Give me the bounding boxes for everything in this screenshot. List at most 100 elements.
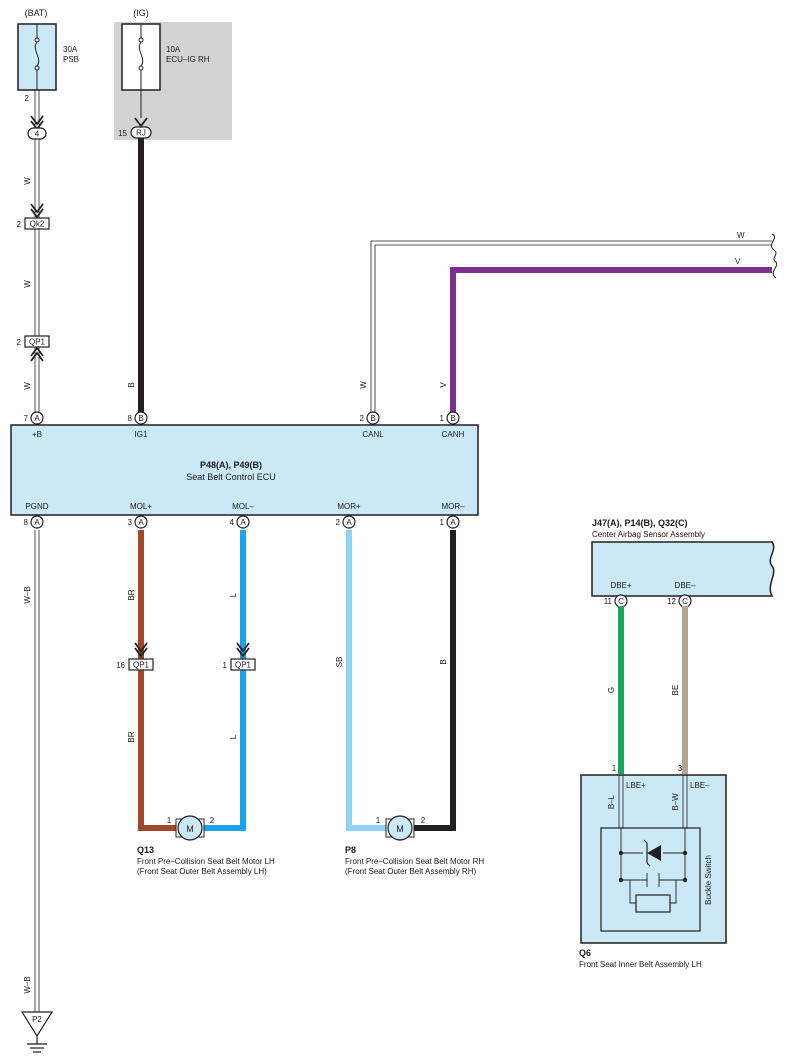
mor-plus-sky-wire — [346, 530, 386, 831]
beige-wire-label: BE — [671, 685, 680, 696]
motor-lh-symbol: M — [186, 824, 194, 834]
pin-terminal-icon — [30, 411, 44, 425]
pin-connector-letter: B — [370, 414, 375, 423]
buckle-pin1-num: 1 — [612, 764, 617, 773]
arrow-up-icon — [30, 346, 44, 362]
pin-terminal-icon — [236, 515, 250, 529]
buckle-pin3-name: LBE– — [690, 781, 710, 790]
connector-qp1-blue — [230, 658, 256, 671]
motor-lh-pin2: 2 — [210, 816, 215, 825]
pgnd-wire — [34, 530, 40, 1012]
motor-lh-icon — [177, 815, 203, 841]
wire-break-icon — [770, 233, 778, 279]
bat-white-wire — [34, 90, 40, 418]
pin-terminal-icon — [366, 411, 380, 425]
pin-number: 2 — [336, 518, 341, 527]
connector-qk2-pin: 2 — [17, 220, 22, 229]
motor-lh-id: Q13 — [137, 845, 154, 855]
pin-number: 1 — [440, 414, 445, 423]
ig-fuse — [121, 23, 161, 118]
motor-lh-sub: (Front Seat Outer Belt Assembly LH) — [137, 867, 267, 876]
green-wire-label: G — [607, 687, 616, 693]
pin-terminal-icon — [446, 411, 460, 425]
ecu.bottom_pins-pin: A2 MOR+ — [336, 502, 361, 529]
bat-fuse-rating: 30A — [63, 45, 78, 54]
connector-qp1-top-pin: 2 — [17, 338, 22, 347]
ig-wire-label: B — [127, 382, 136, 387]
buckle-pin1-name: LBE+ — [626, 781, 646, 790]
pin-name: DBE+ — [610, 581, 631, 590]
ecu-box — [10, 424, 479, 516]
connector-rj-label: RJ — [136, 129, 146, 138]
connector-rj-pin: 15 — [118, 129, 127, 138]
brown-wire-label-2: BR — [127, 731, 136, 742]
buckle-inner-wires — [618, 775, 688, 828]
pin-terminal-icon — [30, 515, 44, 529]
pin-number: 3 — [128, 518, 133, 527]
canl-white-wire — [370, 240, 772, 413]
pin-name: CANL — [362, 430, 384, 439]
pin-name: MOR– — [441, 502, 465, 511]
pin-name: DBE– — [675, 581, 696, 590]
buckle-name: Front Seat Inner Belt Assembly LH — [579, 960, 702, 969]
pin-connector-letter: A — [346, 518, 352, 527]
motor-rh-symbol: M — [396, 824, 404, 834]
blue-wire-label-1: L — [229, 592, 238, 597]
canh-wire-label-down: V — [439, 382, 448, 388]
junction-dot — [618, 850, 624, 856]
buckle-pin3-num: 3 — [678, 764, 683, 773]
buckle-switch-label: Buckle Switch — [704, 855, 713, 905]
pgnd-wire-label-1: W–B — [23, 586, 32, 603]
junction-dot — [682, 850, 688, 856]
pin-name: MOR+ — [337, 502, 361, 511]
pin-connector-letter: B — [138, 414, 143, 423]
resistor-icon — [635, 894, 671, 913]
pin-connector-letter: C — [682, 597, 688, 606]
brown-wire-label-1: BR — [127, 589, 136, 600]
mol-plus-brown-wire — [138, 530, 176, 831]
pin-name: PGND — [25, 502, 48, 511]
pin-number: 2 — [360, 414, 365, 423]
zener-diode-icon — [647, 845, 661, 861]
ecu-name: Seat Belt Control ECU — [186, 472, 276, 482]
motor-rh: M — [385, 815, 415, 841]
bat-fuse-pin: 2 — [25, 94, 30, 103]
connector-qk2-label: Qk2 — [30, 220, 45, 229]
pin-number: 8 — [24, 518, 29, 527]
motor-lh-pin1: 1 — [167, 816, 172, 825]
motor-lh-name: Front Pre–Collision Seat Belt Motor LH — [137, 857, 275, 866]
black-wire-label: B — [439, 659, 448, 664]
airbag-name: Center Airbag Sensor Assembly — [592, 530, 705, 539]
pin-connector-letter: C — [618, 597, 624, 606]
motor-rh-sub: (Front Seat Outer Belt Assembly RH) — [345, 867, 476, 876]
blue-wire-label-2: L — [229, 734, 238, 739]
bw-wire-label: B–W — [671, 793, 680, 811]
airbag-id: J47(A), P14(B), Q32(C) — [592, 518, 688, 528]
connector-qp1-blue-pin: 1 — [223, 661, 228, 670]
pin-name: CANH — [442, 430, 465, 439]
ecu-id: P48(A), P49(B) — [200, 460, 262, 470]
pin-number: 7 — [24, 414, 29, 423]
bat-wire-label-1: W — [23, 177, 32, 185]
mol-minus-blue-wire — [204, 530, 246, 831]
pgnd-wire-label-2: W–B — [23, 976, 32, 993]
mor-minus-black-wire — [414, 530, 456, 831]
connector-qp1-brown — [128, 658, 154, 671]
canl-wire-label-down: W — [359, 381, 368, 389]
pin-number: 12 — [667, 597, 676, 606]
canh-wire-label-right: V — [735, 257, 741, 266]
airbag-box — [591, 541, 775, 597]
arrow-down-icon — [134, 117, 148, 128]
pin-name: +B — [32, 430, 42, 439]
motor-rh-id: P8 — [345, 845, 356, 855]
canh-purple-wire — [450, 267, 772, 413]
